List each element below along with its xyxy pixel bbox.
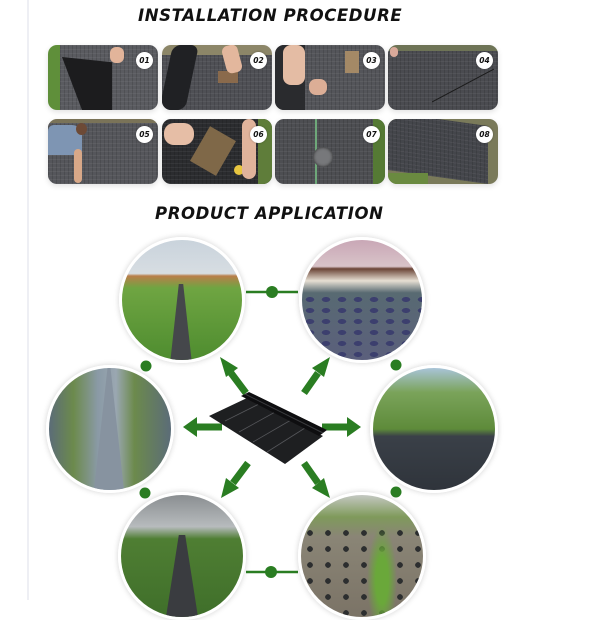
step-number-badge: 05: [136, 126, 153, 143]
fabric-path: [166, 535, 198, 617]
brick: [218, 71, 238, 83]
hand: [309, 79, 327, 95]
application-circle-greenhouse-pots: [299, 237, 425, 363]
product-application-title: PRODUCT APPLICATION: [155, 204, 384, 223]
grass-edge: [388, 173, 428, 184]
hand: [110, 47, 124, 63]
step-tile-05: 05: [48, 119, 158, 184]
step-number-badge: 07: [363, 126, 380, 143]
application-circle-landscape: [370, 365, 498, 493]
washer-pin: [313, 147, 333, 167]
step-number-badge: 02: [250, 52, 267, 69]
arm: [283, 45, 305, 85]
application-circle-orchard: [298, 492, 426, 620]
brick-stack: [345, 51, 359, 73]
potted-seedlings: [302, 294, 422, 360]
step-number-badge: 01: [136, 52, 153, 69]
sapling: [367, 525, 397, 617]
fabric-path: [170, 284, 192, 360]
person-arm: [74, 149, 82, 183]
step-tile-08: 08: [388, 119, 498, 184]
fabric-surface: [388, 51, 498, 110]
arrow-right-icon: [322, 417, 361, 437]
installation-procedure-title: INSTALLATION PROCEDURE: [138, 6, 403, 25]
step-tile-04: 04: [388, 45, 498, 110]
application-circle-nursery: [118, 492, 246, 620]
step-tile-02: 02: [162, 45, 272, 110]
step-number-badge: 06: [250, 126, 267, 143]
mallet-head: [234, 165, 244, 175]
connector-top: [246, 286, 298, 298]
person-head: [76, 123, 87, 135]
grass-edge: [48, 45, 60, 110]
step-tile-06: 06: [162, 119, 272, 184]
fabric-roll-product-image: [209, 392, 327, 464]
step-number-badge: 08: [476, 126, 493, 143]
potted-saplings: [301, 525, 423, 617]
hand: [390, 47, 398, 57]
connector-bottom: [246, 566, 298, 578]
step-tile-07: 07: [275, 119, 385, 184]
application-circle-field-rows: [46, 365, 174, 493]
arrow-up-left-icon: [220, 357, 249, 396]
arrow-up-right-icon: [301, 357, 330, 396]
application-circle-greenhouse-rows: [119, 237, 245, 363]
step-tile-03: 03: [275, 45, 385, 110]
page-left-border: [27, 0, 29, 600]
fabric-strip: [94, 368, 124, 490]
step-number-badge: 03: [363, 52, 380, 69]
step-tile-01: 01: [48, 45, 158, 110]
step-number-badge: 04: [476, 52, 493, 69]
hand: [164, 123, 194, 145]
